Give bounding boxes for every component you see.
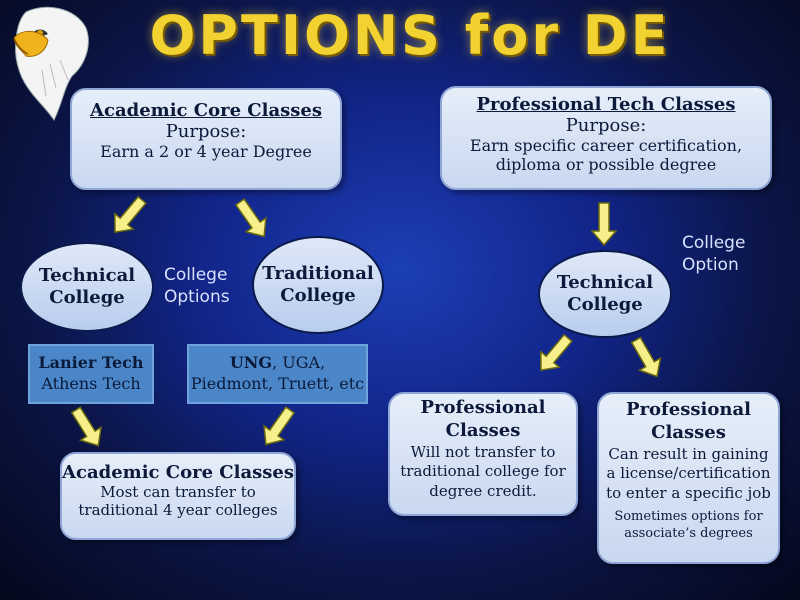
professional-tech-heading: Professional Tech Classes (476, 94, 736, 115)
arrow-tech-to-prof-left (540, 333, 573, 372)
college-options-label: College Options (164, 264, 230, 308)
traditional-schools-box: UNG, UGA, Piedmont, Truett, etc (187, 344, 368, 404)
prof-right-sub-line1: Sometimes options for (614, 509, 763, 525)
prof-right-line3: to enter a specific job (606, 483, 771, 502)
ellipse-line: Technical (556, 271, 654, 293)
prof-right-line1: Can result in gaining (608, 444, 769, 463)
professional-tech-purpose-line1: Earn specific career certification, (469, 136, 743, 155)
academic-core-transfer-line2: traditional 4 year colleges (78, 501, 278, 519)
ung-text: UNG (229, 353, 273, 373)
academic-core-purpose: Earn a 2 or 4 year Degree (100, 142, 312, 161)
academic-core-transfer-line1: Most can transfer to (100, 483, 256, 501)
professional-tech-purpose-line2: diploma or possible degree (495, 155, 717, 174)
prof-right-heading-line2: Classes (651, 422, 726, 444)
prof-left-line3: degree credit. (429, 481, 537, 500)
academic-core-purpose-box: Academic Core Classes Purpose: Earn a 2 … (70, 88, 342, 190)
technical-college-ellipse: Technical College (20, 242, 154, 332)
prof-right-heading-line1: Professional (626, 399, 751, 420)
ellipse-line: Technical (38, 264, 136, 286)
professional-classes-no-transfer-box: Professional Classes Will not transfer t… (388, 392, 578, 516)
technical-schools-box: Lanier Tech Athens Tech (28, 344, 154, 404)
college-option-label: College Option (682, 232, 745, 276)
label-line: College (164, 265, 228, 285)
technical-college-ellipse-right: Technical College (538, 250, 672, 338)
prof-left-heading-line1: Professional (420, 397, 546, 418)
arrow-tech-to-prof-right (630, 336, 662, 378)
traditional-college-ellipse: Traditional College (252, 236, 384, 334)
prof-left-heading-line2: Classes (445, 420, 521, 442)
arrow-left-top-to-trad (234, 198, 267, 238)
prof-right-line2: a license/certification (606, 464, 771, 483)
academic-core-bottom-heading: Academic Core Classes (62, 462, 294, 483)
label-line: Options (164, 287, 230, 308)
ellipse-line: College (280, 285, 356, 306)
professional-tech-purpose-box: Professional Tech Classes Purpose: Earn … (440, 86, 772, 190)
professional-classes-license-box: Professional Classes Can result in gaini… (597, 392, 780, 564)
label-line: Option (682, 255, 739, 276)
athens-tech-text: Athens Tech (41, 374, 141, 393)
arrow-lanier-to-core (70, 406, 102, 447)
purpose-label: Purpose: (565, 115, 647, 136)
uga-text: , UGA, (272, 353, 326, 373)
ellipse-line: College (567, 294, 643, 315)
arrow-right-top-to-tech (590, 202, 618, 247)
lanier-tech-text: Lanier Tech (38, 353, 144, 373)
academic-core-heading: Academic Core Classes (90, 100, 322, 121)
eagle-head-icon (13, 6, 89, 121)
purpose-label: Purpose: (165, 121, 247, 142)
other-schools-text: Piedmont, Truett, etc (190, 374, 365, 393)
ellipse-line: College (49, 287, 125, 308)
page-title: OPTIONS for DE (149, 4, 671, 67)
prof-right-sub-line2: associate’s degrees (624, 526, 753, 542)
arrow-left-top-to-tech (114, 195, 147, 234)
academic-core-transfer-box: Academic Core Classes Most can transfer … (60, 452, 296, 540)
arrow-ung-to-core (263, 406, 296, 446)
label-line: College (682, 233, 746, 253)
prof-left-line1: Will not transfer to (410, 442, 556, 461)
prof-left-line2: traditional college for (400, 462, 566, 481)
ellipse-line: Traditional (262, 262, 374, 284)
